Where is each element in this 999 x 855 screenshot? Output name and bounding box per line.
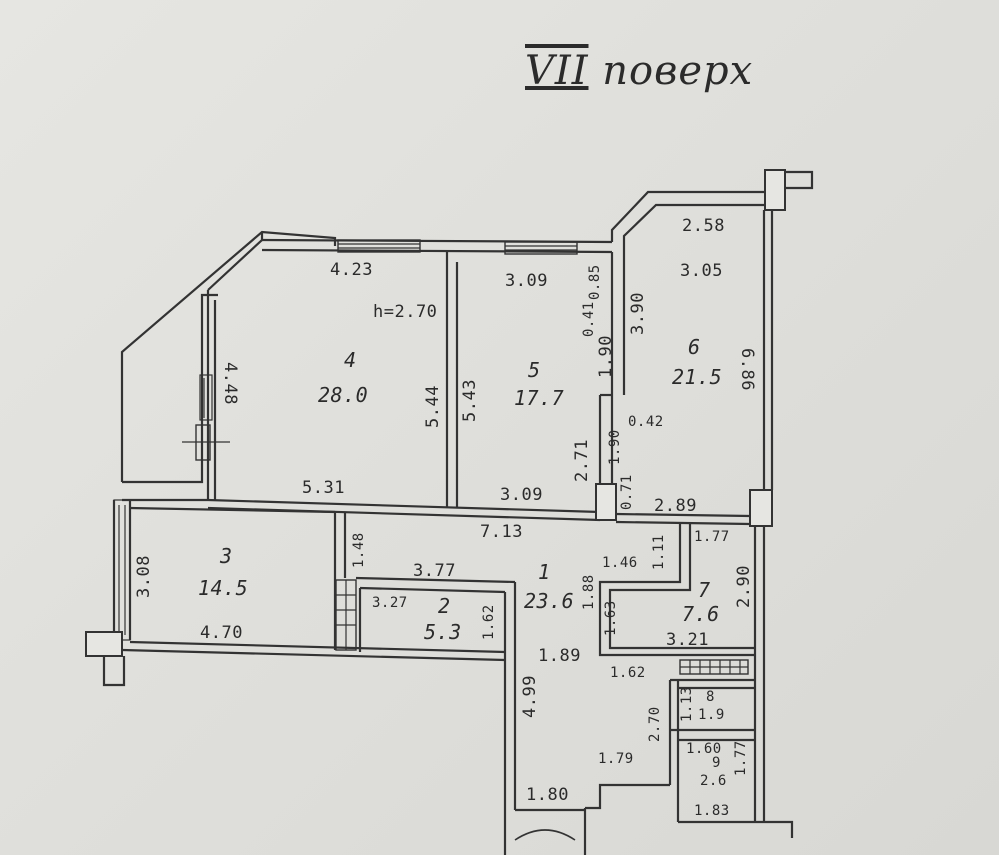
dim-163: 1.63 (603, 600, 619, 636)
room-8-area: 1.9 (698, 707, 725, 723)
room3-top-wall-inner (129, 506, 336, 514)
room4-corner-wall (207, 232, 264, 291)
column-center (595, 483, 617, 521)
dim-270: 2.70 (647, 706, 663, 742)
hall-bottom-wall (585, 783, 670, 810)
dim-room3-bottom: 4.70 (200, 623, 243, 643)
room-1-number: 1 (538, 560, 551, 584)
room7-wall-outer (598, 524, 755, 657)
dim-499: 4.99 (520, 675, 540, 718)
ceiling-height: h=2.70 (373, 302, 438, 322)
column-top-right (764, 169, 786, 211)
dim-room6-bottom: 2.89 (654, 496, 697, 516)
dim-room9-top: 1.60 (686, 741, 722, 757)
dim-188: 1.88 (581, 574, 597, 610)
dim-042: 0.42 (628, 414, 664, 430)
dim-corridor-713: 7.13 (480, 522, 523, 542)
dim-071: 0.71 (619, 474, 635, 510)
room3-window (113, 499, 131, 641)
room-5-area: 17.7 (514, 386, 565, 410)
dim-room4-right: 5.44 (423, 385, 443, 428)
room-5-number: 5 (528, 358, 541, 382)
dim-room6-top: 2.58 (682, 216, 725, 236)
dim-room6-390: 3.90 (628, 292, 648, 335)
room6-bay-inner (622, 203, 770, 252)
dim-room4-bottom: 5.31 (302, 478, 345, 498)
top-wall-inner (261, 248, 613, 254)
room-6-area: 21.5 (672, 365, 723, 389)
room-4-area: 28.0 (318, 383, 369, 407)
dim-190b: 1.90 (607, 429, 623, 465)
dim-room3-left: 3.08 (134, 555, 154, 598)
room-2-area: 5.3 (424, 620, 462, 644)
dim-190a: 1.90 (596, 335, 616, 378)
dim-room7-top: 1.77 (694, 529, 730, 545)
balcony-inner-wall (122, 293, 218, 484)
dim-room4-top: 4.23 (330, 260, 373, 280)
floor-title: VII поверх (525, 48, 753, 94)
room-3-area: 14.5 (198, 576, 249, 600)
dim-room6-right: 6.86 (737, 348, 757, 391)
column-right (749, 489, 773, 527)
dim-room9-side: 1.77 (733, 740, 749, 776)
dim-162: 1.62 (610, 665, 646, 681)
room-2-number: 2 (438, 594, 451, 618)
room2-top-wall-inner (359, 586, 506, 594)
dim-377: 3.77 (413, 561, 456, 581)
dim-room2-right: 1.62 (481, 604, 497, 640)
room7-wall-inner (608, 524, 755, 650)
dim-room7-bottom: 3.21 (666, 630, 709, 650)
room2-top-wall (355, 576, 516, 584)
dim-041: 0.41 (581, 301, 597, 337)
dim-180: 1.80 (526, 785, 569, 805)
room-4-number: 4 (344, 348, 357, 372)
entrance-door-swing (514, 829, 576, 841)
room-7-area: 7.6 (682, 602, 720, 626)
room-1-area: 23.6 (524, 589, 575, 613)
floor-word: поверх (602, 48, 754, 94)
outer-walls (85, 169, 814, 855)
dim-146: 1.46 (602, 555, 638, 571)
dim-179: 1.79 (598, 751, 634, 767)
room4-window (337, 239, 421, 253)
dim-148: 1.48 (351, 532, 367, 568)
floor-number: VII (525, 48, 589, 94)
dim-room2-top: 3.27 (372, 595, 408, 611)
room4-side-window (199, 374, 213, 421)
dim-room6-305: 3.05 (680, 261, 723, 281)
balcony-outer-wall (120, 230, 337, 482)
room6-bottom-wall-inner (615, 520, 751, 526)
dim-room5-left: 5.43 (460, 379, 480, 422)
room6-bottom-wall (615, 512, 751, 518)
room6-bay-outer (610, 190, 770, 242)
room-8-number: 8 (706, 689, 715, 705)
room5-window (504, 241, 578, 255)
dim-room9-bottom: 1.83 (694, 803, 730, 819)
room-9-number: 9 (712, 755, 721, 771)
dim-111: 1.11 (651, 534, 667, 570)
dim-room5-bottom: 3.09 (500, 485, 543, 505)
dim-085: 0.85 (587, 264, 603, 300)
room-6-number: 6 (688, 335, 701, 359)
column-left-foot (102, 656, 126, 687)
bottom-wall-left-inner (129, 640, 506, 654)
column-top-right-cap (785, 170, 814, 190)
bottom-wall-left (121, 648, 506, 662)
dim-room4-left: 4.48 (220, 362, 240, 405)
dim-271: 2.71 (572, 439, 592, 482)
dim-room5-top: 3.09 (505, 271, 548, 291)
column-left (85, 631, 123, 657)
dim-room8-side: 1.13 (679, 686, 695, 722)
room-9-area: 2.6 (700, 773, 727, 789)
right-wall-foot (764, 820, 794, 838)
dim-189: 1.89 (538, 646, 581, 666)
wall-rooms-4-5-bottom (207, 498, 601, 514)
dim-room7-right: 2.90 (734, 565, 754, 608)
room-7-number: 7 (698, 578, 711, 602)
room-3-number: 3 (220, 544, 233, 568)
interior-walls (122, 252, 764, 824)
